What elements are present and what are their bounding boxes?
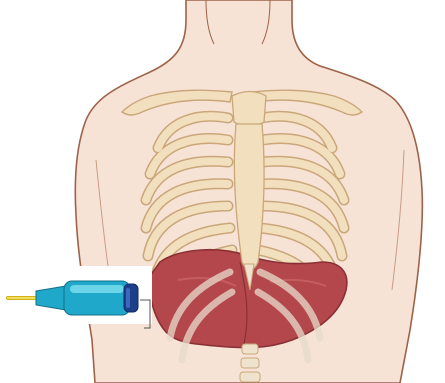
- spine: [240, 344, 260, 382]
- ultrasound-probe: [0, 266, 152, 328]
